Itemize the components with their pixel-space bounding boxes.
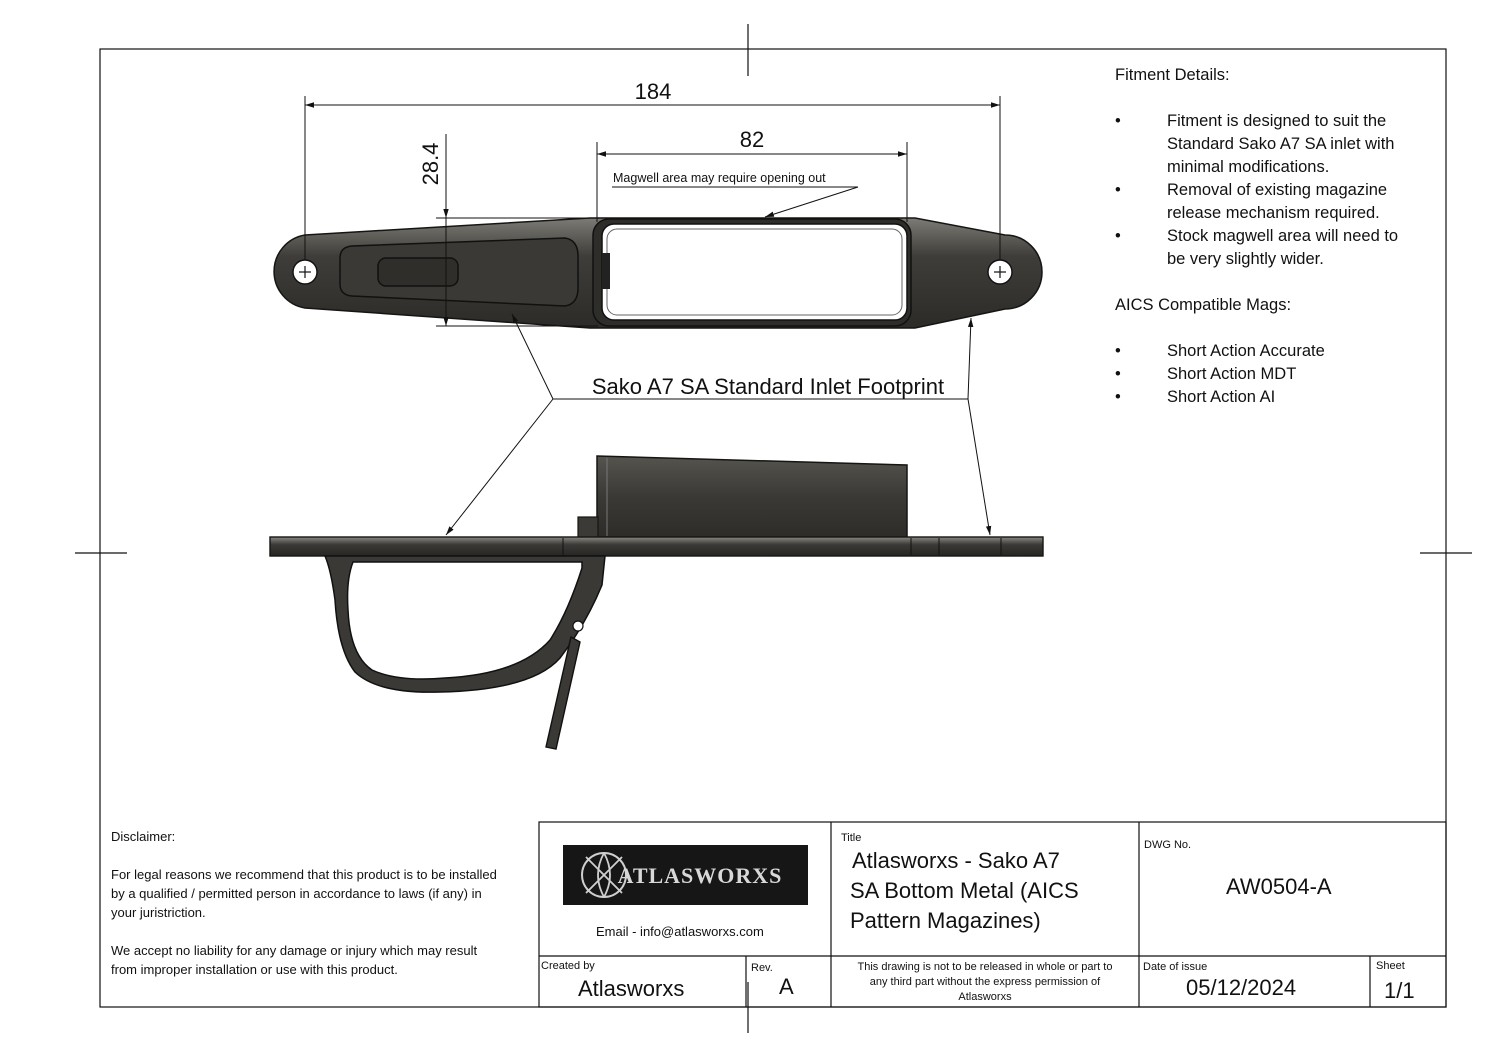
side-view [269,455,1044,750]
leader-lines [445,186,992,536]
front-recess [339,237,579,307]
title-block-grid [538,821,1447,1008]
plate-rail-side [269,536,1044,557]
footprint-label: Sako A7 SA Standard Inlet Footprint [592,374,944,399]
centering-marks [75,24,1472,1033]
fitment-item: Fitment is designed to suit the Standard… [1115,110,1435,179]
fitment-details: Fitment Details: Fitment is designed to … [1115,64,1435,409]
dwg-number: AW0504-A [1226,874,1332,899]
magwell-note: Magwell area may require opening out [613,171,826,185]
pin-hole [572,620,584,632]
release-note: This drawing is not to be released in wh… [857,961,1113,1003]
magwell-box-side [596,455,908,539]
rev-value: A [779,974,794,999]
magwell-opening [601,223,908,321]
dimensions [304,96,1001,327]
dim-magwell-length: 82 [740,127,764,152]
aics-heading: AICS Compatible Mags: [1115,296,1292,314]
fitment-item: Stock magwell area will need to be very … [1115,225,1435,271]
front-slot [377,257,459,287]
disclaimer-paragraph-2: We accept no liability for any damage or… [111,943,478,977]
date-label: Date of issue [1143,961,1208,973]
fitment-list: Fitment is designed to suit the Standard… [1115,110,1435,271]
trigger-blade [545,635,581,750]
disclaimer-heading: Disclaimer: [111,829,176,844]
created-by-value: Atlasworxs [578,976,685,1001]
sheet-value: 1/1 [1384,978,1415,1003]
dwg-label: DWG No. [1144,839,1192,851]
fitment-heading: Fitment Details: [1115,66,1230,84]
atlasworxs-logo [563,845,808,905]
sheet-label: Sheet [1376,960,1405,972]
aics-list: Short Action Accurate Short Action MDT S… [1115,340,1435,409]
disclaimer: Disclaimer: For legal reasons we recomme… [111,827,536,979]
dim-overall-length: 184 [635,79,672,104]
date-value: 05/12/2024 [1186,975,1297,1000]
drawing-title: Atlasworxs - Sako A7 SA Bottom Metal (AI… [850,848,1079,933]
aics-item: Short Action AI [1115,386,1435,409]
logo-text: ATLASWORXS [618,863,783,888]
created-by-label: Created by [541,960,595,972]
email-address: Email - info@atlasworxs.com [596,924,764,939]
title-label: Title [841,832,862,844]
fitment-item: Removal of existing magazine release mec… [1115,179,1435,225]
dim-height: 28.4 [418,143,443,186]
rev-label: Rev. [751,962,773,974]
disclaimer-paragraph-1: For legal reasons we recommend that this… [111,867,497,920]
mag-latch [602,253,610,289]
top-view [273,217,1043,329]
aics-item: Short Action MDT [1115,363,1435,386]
latch-step [577,516,599,539]
aics-item: Short Action Accurate [1115,340,1435,363]
